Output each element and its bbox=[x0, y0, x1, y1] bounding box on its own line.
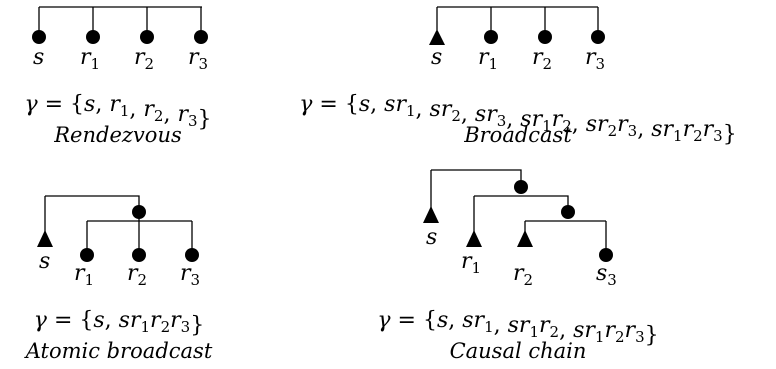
rendezvous-label-r3: r3 bbox=[188, 45, 208, 73]
rendezvous-node-s bbox=[32, 30, 46, 44]
atomic-formula: γ = {s, sr1r2r3} bbox=[34, 308, 204, 338]
atomic-node-s bbox=[37, 230, 53, 247]
causal-node-r2 bbox=[517, 230, 533, 247]
causal-bar-1 bbox=[431, 169, 522, 187]
broadcast-node-r3 bbox=[591, 30, 605, 44]
broadcast-label-s: s bbox=[431, 45, 442, 70]
causal-node-s bbox=[423, 206, 439, 223]
causal-junction-2 bbox=[561, 205, 575, 219]
rendezvous-node-r1 bbox=[86, 30, 100, 44]
broadcast-label-r3: r3 bbox=[585, 45, 605, 73]
causal-bar-2 bbox=[474, 195, 569, 212]
broadcast-node-s bbox=[429, 29, 445, 45]
atomic-node-r2 bbox=[132, 248, 146, 262]
broadcast-caption: Broadcast bbox=[463, 123, 572, 147]
atomic-label-r1: r1 bbox=[74, 261, 94, 289]
broadcast-formula: γ = {s, sr1, sr2, sr3, sr1r2, sr2r3, sr1… bbox=[299, 92, 736, 147]
rendezvous-node-r3 bbox=[194, 30, 208, 44]
causal-caption: Causal chain bbox=[450, 339, 587, 363]
causal-formula: γ = {s, sr1, sr1r2, sr1r2r3} bbox=[377, 308, 658, 348]
rendezvous-label-r2: r2 bbox=[134, 45, 154, 73]
diagram-atomic-broadcast: s r1 r2 r3 γ = {s, sr1r2r3} Atomic broad… bbox=[24, 195, 213, 363]
causal-label-r1: r1 bbox=[461, 249, 481, 277]
diagram-broadcast: s r1 r2 r3 γ = {s, sr1, sr2, sr3, sr1r2,… bbox=[299, 6, 737, 147]
causal-label-s: s bbox=[426, 225, 437, 250]
causal-label-r2: r2 bbox=[513, 261, 533, 289]
diagram-rendezvous: s r1 r2 r3 γ = {s, r1, r2, r3} Rendezvou… bbox=[24, 6, 212, 147]
diagram-causal-chain: s r1 r2 s3 γ = {s, sr1, sr1r2, sr1r2r3} … bbox=[377, 169, 659, 363]
causal-node-s3 bbox=[599, 248, 613, 262]
causal-node-r1 bbox=[466, 230, 482, 247]
rendezvous-label-r1: r1 bbox=[80, 45, 100, 73]
rendezvous-caption: Rendezvous bbox=[53, 123, 182, 147]
atomic-label-r3: r3 bbox=[180, 261, 200, 289]
rendezvous-node-r2 bbox=[140, 30, 154, 44]
broadcast-node-r2 bbox=[538, 30, 552, 44]
broadcast-label-r2: r2 bbox=[532, 45, 552, 73]
rendezvous-formula: γ = {s, r1, r2, r3} bbox=[24, 92, 211, 132]
atomic-label-r2: r2 bbox=[127, 261, 147, 289]
atomic-node-r1 bbox=[80, 248, 94, 262]
atomic-label-s: s bbox=[39, 249, 50, 274]
atomic-junction bbox=[132, 205, 146, 219]
broadcast-label-r1: r1 bbox=[478, 45, 498, 73]
atomic-outer-bar bbox=[45, 195, 140, 212]
atomic-node-r3 bbox=[185, 248, 199, 262]
rendezvous-label-s: s bbox=[33, 45, 44, 70]
causal-junction-1 bbox=[514, 180, 528, 194]
causal-label-s3: s3 bbox=[596, 261, 617, 289]
broadcast-node-r1 bbox=[484, 30, 498, 44]
atomic-caption: Atomic broadcast bbox=[24, 339, 213, 363]
